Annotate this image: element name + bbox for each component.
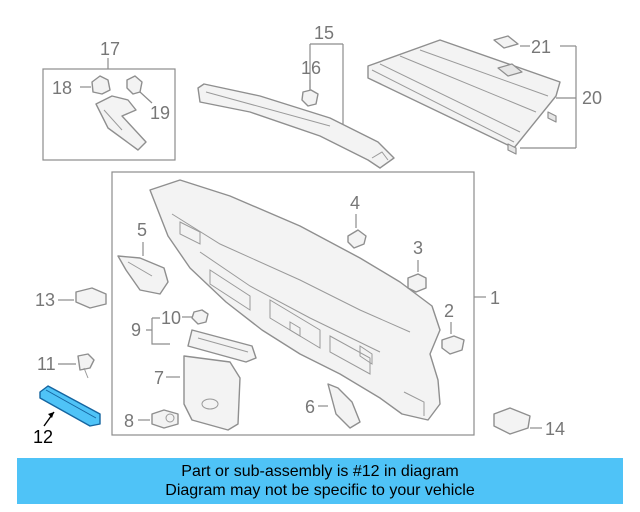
part-18-clip[interactable]: 18 <box>52 75 111 98</box>
callout-10[interactable]: 10 <box>161 308 181 328</box>
callout-8[interactable]: 8 <box>124 411 134 431</box>
callout-1[interactable]: 1 <box>490 288 500 308</box>
callout-16[interactable]: 16 <box>301 58 321 78</box>
info-banner: Part or sub-assembly is #12 in diagram D… <box>17 458 623 504</box>
part-8-clip[interactable]: 8 <box>124 409 179 431</box>
part-16-clip[interactable]: 16 <box>301 58 321 107</box>
parts-diagram: 17 18 19 15 16 <box>33 23 602 447</box>
part-21-clip[interactable]: 21 <box>493 35 576 57</box>
callout-20[interactable]: 20 <box>582 88 602 108</box>
part-7-panel[interactable]: 7 <box>154 355 241 431</box>
group-1-box: 1 <box>111 171 500 436</box>
callout-9[interactable]: 9 <box>131 320 141 340</box>
callout-14[interactable]: 14 <box>545 419 565 439</box>
part-14-clip[interactable]: 14 <box>493 407 565 439</box>
part-17-trim[interactable] <box>95 95 147 151</box>
part-19-clip[interactable]: 19 <box>126 75 170 123</box>
callout-21[interactable]: 21 <box>531 37 551 57</box>
callout-11[interactable]: 11 <box>37 354 56 374</box>
part-12-strip-highlighted[interactable]: 12 <box>33 385 101 447</box>
group-17-box: 17 <box>42 39 176 161</box>
banner-line-1: Part or sub-assembly is #12 in diagram <box>181 463 459 480</box>
part-6-trim[interactable]: 6 <box>305 383 361 429</box>
banner-line-2: Diagram may not be specific to your vehi… <box>165 482 475 499</box>
callout-2[interactable]: 2 <box>444 301 454 321</box>
callout-17[interactable]: 17 <box>100 39 120 59</box>
callout-3[interactable]: 3 <box>413 238 423 258</box>
part-10-clip[interactable]: 10 <box>161 308 209 328</box>
callout-13[interactable]: 13 <box>35 290 55 310</box>
callout-5[interactable]: 5 <box>137 220 147 240</box>
callout-18[interactable]: 18 <box>52 78 72 98</box>
part-15-rail[interactable] <box>197 83 395 169</box>
callout-12[interactable]: 12 <box>33 427 53 447</box>
callout-6[interactable]: 6 <box>305 397 315 417</box>
part-3-clip[interactable]: 3 <box>407 238 427 293</box>
part-1-liftgate-trim[interactable] <box>149 179 441 421</box>
callout-7[interactable]: 7 <box>154 368 164 388</box>
callout-19[interactable]: 19 <box>150 103 170 123</box>
callout-4[interactable]: 4 <box>350 193 360 213</box>
part-9-handle[interactable]: 9 <box>131 317 257 363</box>
callout-15[interactable]: 15 <box>314 23 334 43</box>
part-11-screw[interactable]: 11 <box>37 353 95 379</box>
part-5-bracket[interactable]: 5 <box>117 220 169 295</box>
part-2-clip[interactable]: 2 <box>441 301 465 355</box>
part-20-cover[interactable]: 20 <box>367 39 602 155</box>
part-13-clip[interactable]: 13 <box>35 287 107 310</box>
part-4-clip[interactable]: 4 <box>347 193 367 249</box>
